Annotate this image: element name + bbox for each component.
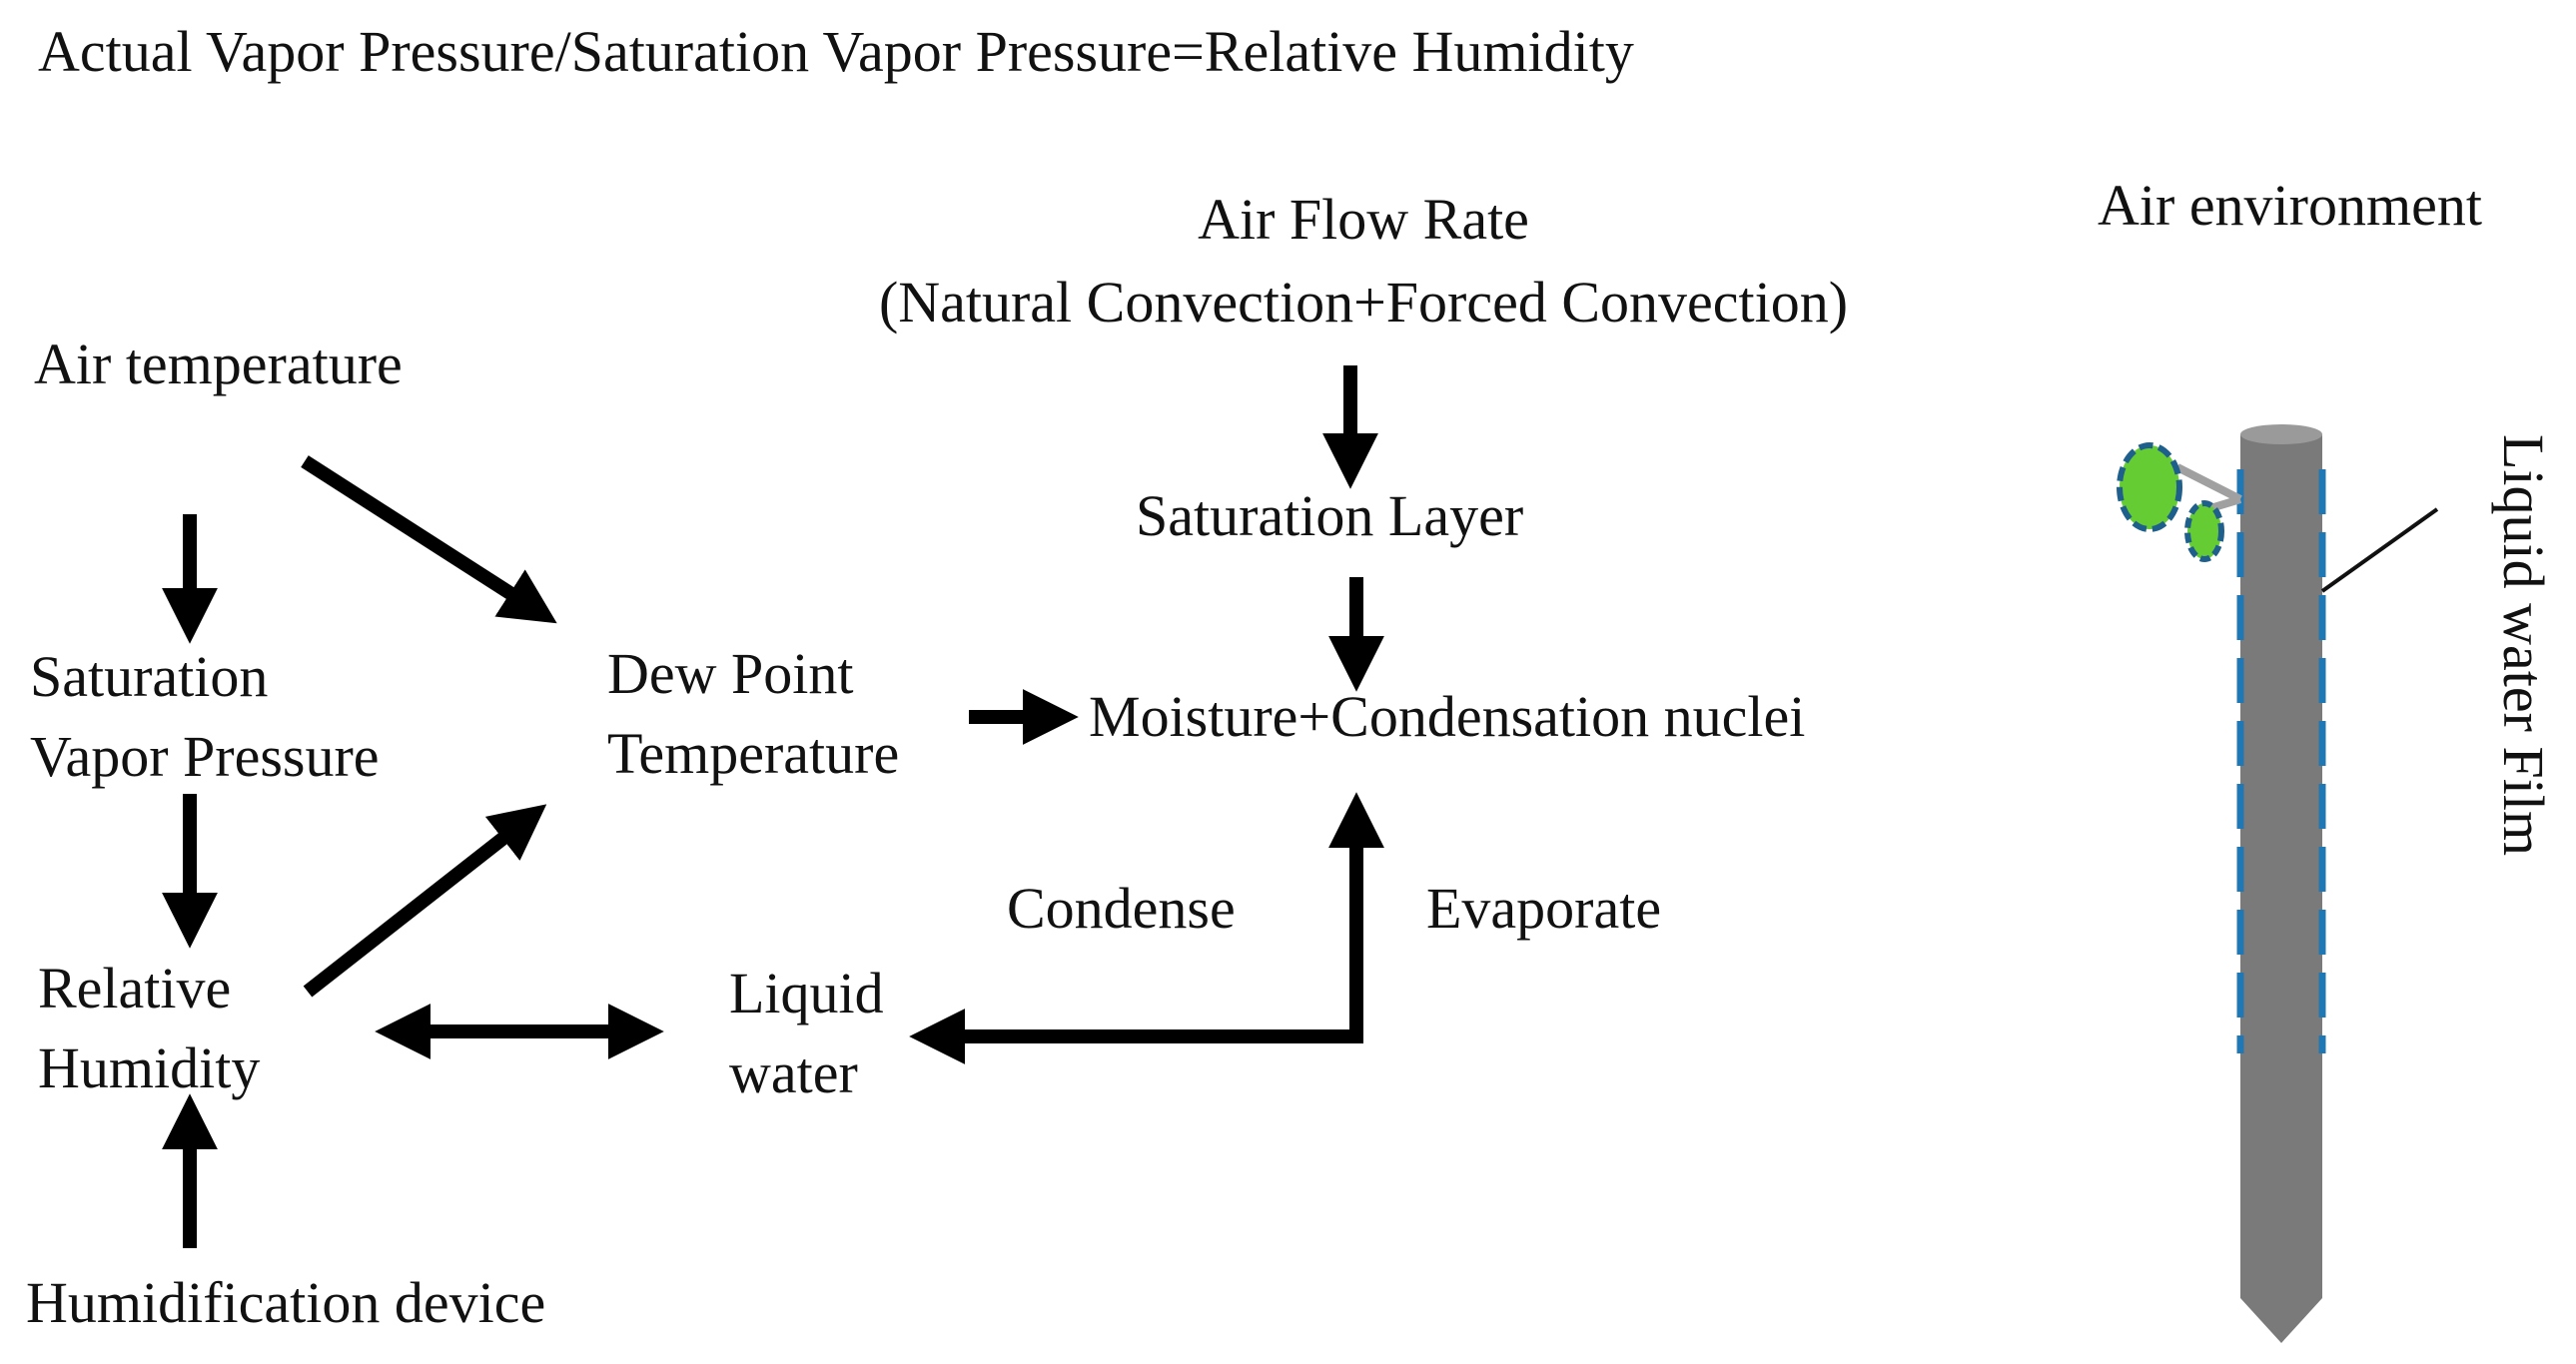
node-saturation-vapor-pressure-line1: Saturation <box>30 644 269 709</box>
arrow-airtemp-to-dewpoint <box>301 455 557 624</box>
node-liquid-water-line1: Liquid <box>729 961 884 1025</box>
pole-tip <box>2240 1298 2322 1343</box>
label-liquid-water-film: Liquid water Film <box>2491 434 2556 857</box>
node-humidification-device: Humidification device <box>26 1270 546 1335</box>
node-liquid-water-line2: water <box>729 1040 858 1105</box>
pole-top <box>2240 424 2322 444</box>
leaf-stem-1 <box>2175 463 2242 503</box>
film-pointer-line <box>2320 507 2439 593</box>
node-air-flow-rate-line1: Air Flow Rate <box>1198 187 1529 252</box>
arrow-condense-evaporate-cycle <box>909 792 1384 1064</box>
node-air-temperature: Air temperature <box>34 332 403 396</box>
pole-illustration <box>2117 424 2439 1343</box>
label-condense: Condense <box>1007 876 1236 941</box>
node-relative-humidity-line1: Relative <box>38 956 232 1021</box>
leaf-small <box>2184 500 2224 562</box>
node-saturation-vapor-pressure-line2: Vapor Pressure <box>30 724 380 789</box>
label-evaporate: Evaporate <box>1426 876 1662 941</box>
formula-title: Actual Vapor Pressure/Saturation Vapor P… <box>38 19 1634 84</box>
leaf-large <box>2117 442 2182 532</box>
node-relative-humidity-line2: Humidity <box>38 1035 261 1100</box>
node-dew-point-line1: Dew Point <box>607 641 854 706</box>
pole-body <box>2240 434 2322 1298</box>
label-air-environment: Air environment <box>2098 173 2482 238</box>
node-dew-point-line2: Temperature <box>607 721 900 786</box>
node-air-flow-rate-line2: (Natural Convection+Forced Convection) <box>878 270 1849 335</box>
node-saturation-layer: Saturation Layer <box>1136 483 1524 548</box>
node-moisture-condensation-nuclei: Moisture+Condensation nuclei <box>1089 684 1806 749</box>
arrow-rh-to-dewpoint <box>303 804 547 998</box>
